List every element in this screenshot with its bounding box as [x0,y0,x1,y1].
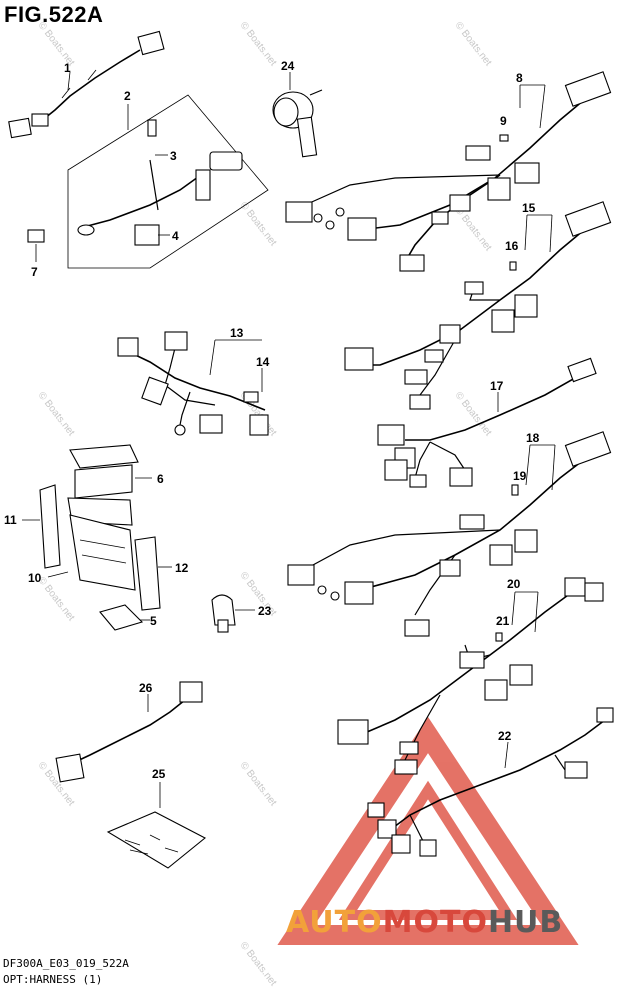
part-17-harness [377,357,597,488]
part-20-harness [337,577,604,775]
part-1-harness [8,30,165,139]
watermark: © Boats.net [453,20,494,68]
callout-23: 23 [258,604,272,618]
automotohub-logo: AUTOMOTOHUB [286,905,564,940]
callout-17: 17 [490,379,504,393]
callout-2: 2 [124,89,131,103]
callout-6: 6 [157,472,164,486]
part-18-harness [287,431,612,637]
part-22-harness [367,707,614,857]
callout-25: 25 [152,767,166,781]
watermark: © Boats.net [453,205,494,253]
callout-14: 14 [256,355,270,369]
callout-12: 12 [175,561,189,575]
callout-26: 26 [139,681,153,695]
part-23-cap [211,594,236,633]
callout-3: 3 [170,149,177,163]
part-8-harness [285,71,612,272]
part-24-sleeve [272,89,323,158]
callout-9: 9 [500,114,507,128]
watermark: © Boats.net [238,760,279,808]
callout-21: 21 [496,614,510,628]
callout-8: 8 [516,71,523,85]
callout-13: 13 [230,326,244,340]
part-11-bracket [39,484,61,569]
part-10-module [69,514,136,591]
part-15-harness [344,201,612,410]
part-12-bracket [134,536,161,611]
callout-4: 4 [172,229,179,243]
watermark: © Boats.net [238,940,279,988]
callout-7: 7 [31,265,38,279]
callout-20: 20 [507,577,521,591]
callout-15: 15 [522,201,536,215]
callout-18: 18 [526,431,540,445]
figure-code: DF300A_E03_019_522A [3,957,129,970]
callout-5: 5 [150,614,157,628]
watermark: © Boats.net [36,575,77,623]
figure-title: FIG.522A [4,2,104,27]
part-7-clip [27,229,45,243]
figure-subtitle: OPT:HARNESS (1) [3,973,103,986]
callout-11: 11 [4,513,17,527]
callout-1: 1 [64,61,71,75]
callout-19: 19 [513,469,527,483]
part-26-harness [55,681,203,783]
part-25-bag [106,811,206,869]
part-13-harness [117,331,269,436]
watermark: © Boats.net [36,390,77,438]
part-5-pad [99,604,144,631]
logo-triangle [277,716,579,945]
callout-22: 22 [498,729,512,743]
part-2-kit-box [67,94,269,269]
watermark: © Boats.net [238,200,279,248]
watermark: © Boats.net [238,20,279,68]
callout-16: 16 [505,239,519,253]
callout-24: 24 [281,59,295,73]
callout-10: 10 [28,571,42,585]
part-6-cover [67,444,139,526]
